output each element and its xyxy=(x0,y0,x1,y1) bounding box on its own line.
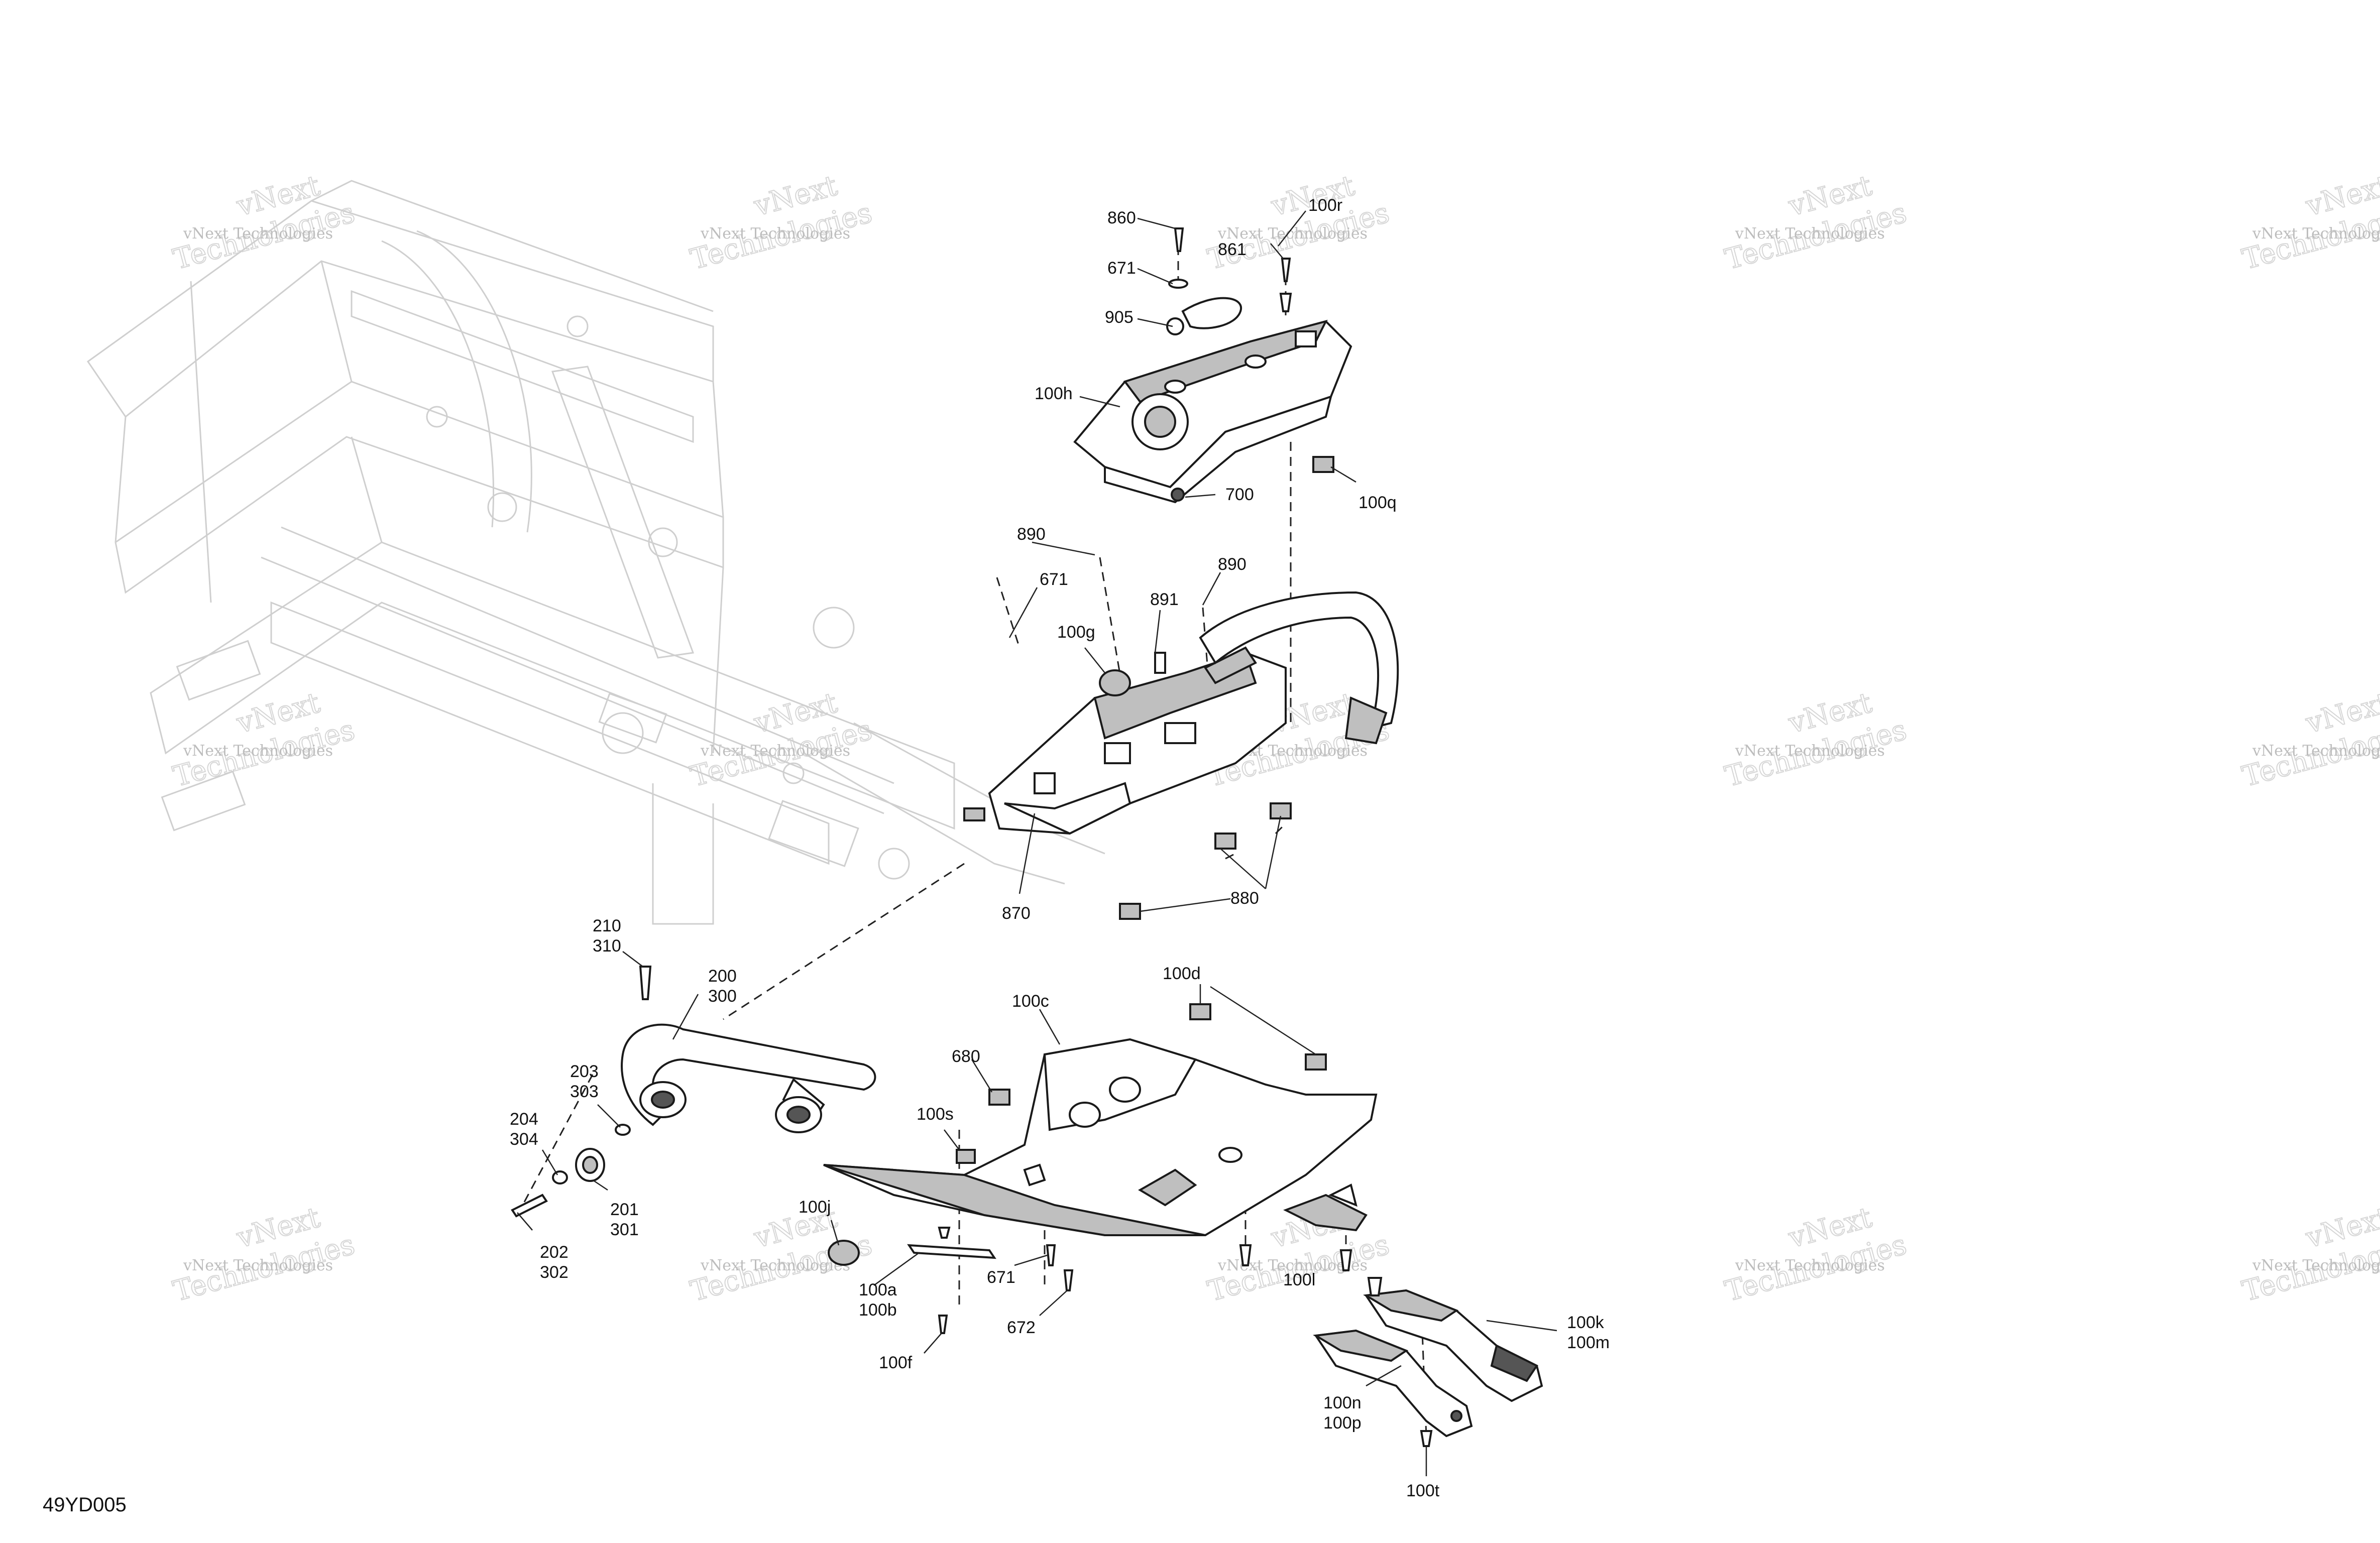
watermark: vNext Technologies xyxy=(169,1201,359,1309)
callout-100a: 100a xyxy=(859,1280,897,1299)
callout-100c: 100c xyxy=(1012,992,1049,1011)
leader-lines xyxy=(517,210,1557,1476)
callout-680: 680 xyxy=(952,1047,980,1066)
watermark: vNext Technologies xyxy=(1721,1201,1910,1309)
footrest-100k xyxy=(1363,1277,1543,1402)
callout-304: 304 xyxy=(510,1130,538,1149)
watermark-small: vNext Technologies xyxy=(1735,1257,1885,1274)
callout-671: 671 xyxy=(1040,570,1068,589)
callout-100p: 100p xyxy=(1323,1413,1362,1433)
callout-905: 905 xyxy=(1105,308,1134,327)
callout-100h: 100h xyxy=(1035,384,1073,403)
bracket-100l xyxy=(1239,1183,1368,1271)
callout-201: 201 xyxy=(610,1200,639,1219)
callout-672: 672 xyxy=(1007,1318,1036,1337)
watermark-small: vNext Technologies xyxy=(700,742,850,760)
callout-890: 890 xyxy=(1017,525,1046,544)
callout-100n: 100n xyxy=(1323,1393,1362,1412)
callout-210: 210 xyxy=(593,916,621,935)
callout-300: 300 xyxy=(708,987,737,1006)
callout-202: 202 xyxy=(540,1243,569,1262)
callout-870: 870 xyxy=(1002,904,1031,923)
callout-100d: 100d xyxy=(1163,964,1201,983)
callout-860: 860 xyxy=(1107,208,1136,227)
callout-700: 700 xyxy=(1225,485,1254,504)
watermark-small: vNext Technologies xyxy=(183,1257,333,1274)
callout-100b: 100b xyxy=(859,1300,897,1320)
callout-891: 891 xyxy=(1150,590,1179,609)
callout-100k: 100k xyxy=(1567,1313,1605,1332)
watermark: vNext Technologies xyxy=(2238,686,2380,794)
callout-303: 303 xyxy=(570,1082,599,1101)
callout-100l: 100l xyxy=(1283,1270,1315,1289)
callout-203: 203 xyxy=(570,1062,599,1081)
watermark-small: vNext Technologies xyxy=(700,1257,850,1274)
vehicle-frame-ghost xyxy=(86,180,1105,925)
callout-301: 301 xyxy=(610,1220,639,1239)
watermark: vNext Technologies xyxy=(1721,686,1910,794)
watermark: vNext Technologies xyxy=(687,169,876,277)
callout-890: 890 xyxy=(1218,555,1246,574)
watermark-small: vNext Technologies xyxy=(183,742,333,760)
diagram-code: 49YD005 xyxy=(43,1494,127,1516)
callout-204: 204 xyxy=(510,1110,538,1129)
watermark: vNext Technologies xyxy=(1721,169,1910,277)
callout-labels: 860 100r 861 671 905 100h 700 100q 890 6… xyxy=(510,196,1610,1500)
callout-100f: 100f xyxy=(879,1353,913,1372)
callout-100m: 100m xyxy=(1567,1333,1610,1352)
watermark: vNext Technologies xyxy=(169,169,359,277)
small-fasteners-top xyxy=(1166,227,1334,473)
floor-panel-100c xyxy=(823,1003,1378,1236)
callout-880: 880 xyxy=(1230,889,1259,908)
watermark-small: vNext Technologies xyxy=(2252,742,2380,760)
console-870 xyxy=(988,591,1399,835)
watermark: vNext Technologies xyxy=(2238,169,2380,277)
callout-310: 310 xyxy=(593,936,621,956)
callout-100r: 100r xyxy=(1308,196,1342,215)
watermark-small: vNext Technologies xyxy=(2252,225,2380,243)
footrest-100n xyxy=(1313,1329,1473,1447)
callout-100t: 100t xyxy=(1406,1481,1440,1500)
top-cover-100h xyxy=(1073,319,1352,504)
callout-861: 861 xyxy=(1218,240,1246,259)
callout-302: 302 xyxy=(540,1263,569,1282)
grab-handle-200 xyxy=(621,966,876,1133)
watermark-small: vNext Technologies xyxy=(2252,1257,2380,1274)
hardware-201-204 xyxy=(511,1124,631,1218)
strip-100a xyxy=(828,1227,1074,1334)
callout-100j: 100j xyxy=(799,1198,831,1217)
watermark-small: vNext Technologies xyxy=(1735,225,1885,243)
callout-200: 200 xyxy=(708,967,737,986)
watermark-small: vNext Technologies xyxy=(1735,742,1885,760)
callout-671: 671 xyxy=(1107,259,1136,278)
callout-671: 671 xyxy=(987,1268,1015,1287)
watermark: vNext Technologies xyxy=(2238,1201,2380,1309)
callout-100s: 100s xyxy=(917,1105,954,1124)
callout-100g: 100g xyxy=(1057,623,1095,642)
callout-100q: 100q xyxy=(1358,493,1397,512)
watermark-small: vNext Technologies xyxy=(700,225,850,243)
clips-880 xyxy=(963,802,1292,920)
